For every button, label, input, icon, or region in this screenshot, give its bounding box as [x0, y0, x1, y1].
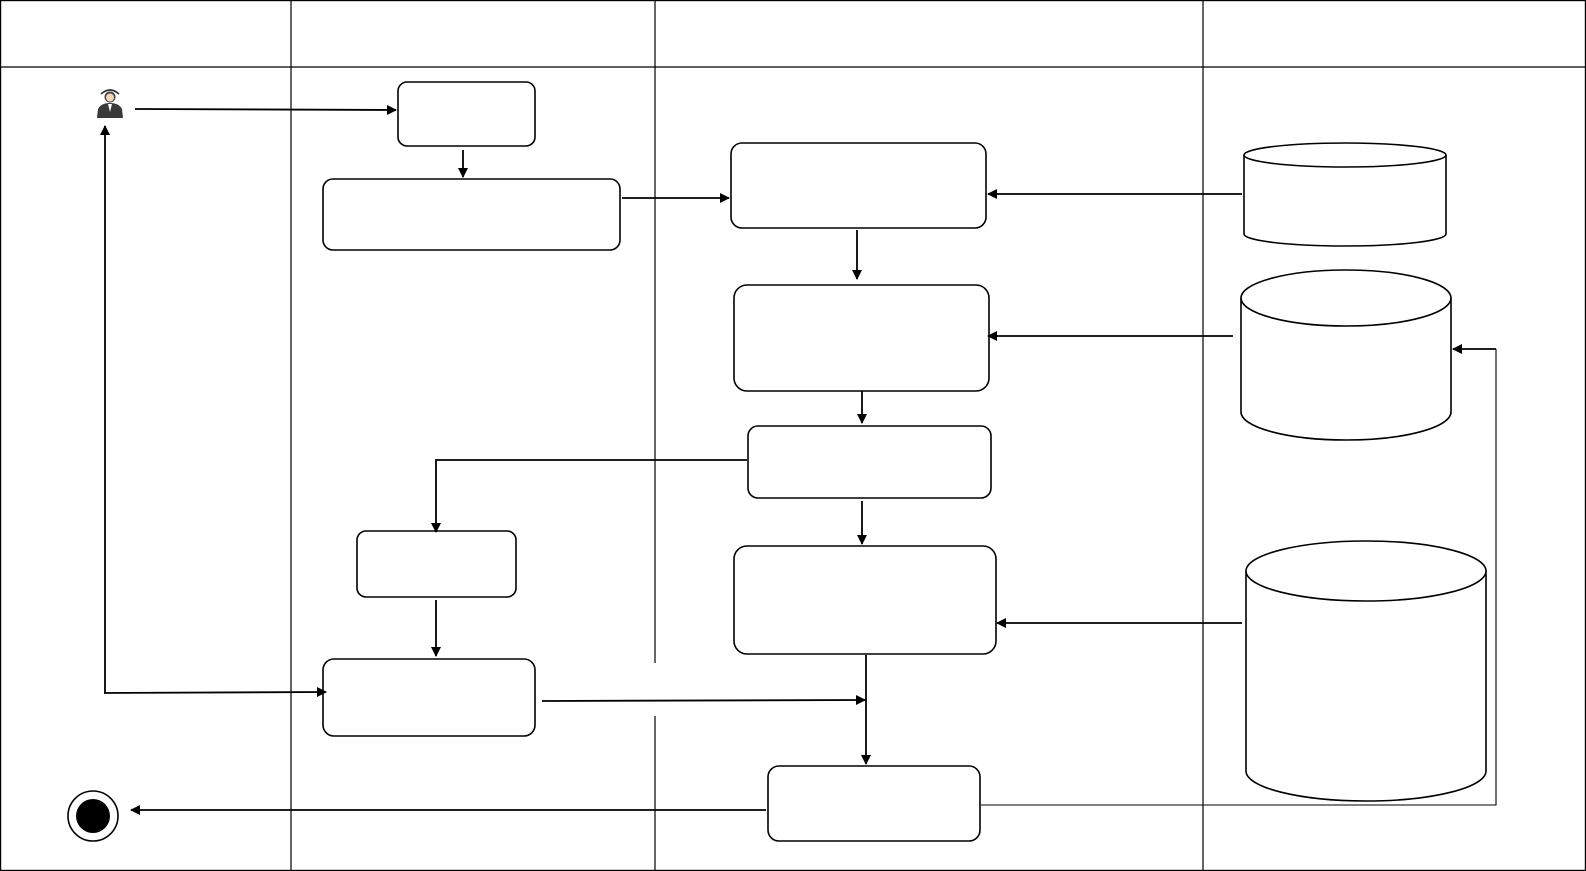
datastore-db1: [1243, 142, 1447, 247]
edge-a8-to-a9: [541, 695, 866, 706]
activity-a1: [397, 81, 536, 147]
activity-a7: [733, 545, 997, 655]
activity-a2: [322, 178, 621, 251]
activity-a4: [733, 284, 990, 392]
activity-a9: [767, 765, 981, 842]
datastore-db3: [1245, 540, 1487, 802]
edge-a5-to-a6: [431, 459, 747, 533]
actor-person-icon: [97, 89, 123, 118]
activity-a8: [322, 658, 536, 737]
edges: [100, 104, 1497, 815]
activity-a6: [356, 530, 517, 598]
datastore-db2: [1240, 269, 1452, 441]
activity-final-node: [67, 790, 119, 842]
activities: [322, 81, 997, 842]
edge-actor-to-a1: [134, 104, 397, 115]
edge-actor-to-a8: [103, 687, 327, 698]
edge-a9-to-db2-path: [981, 349, 1497, 806]
activity-a3: [730, 142, 987, 229]
activity-a5: [747, 425, 992, 499]
